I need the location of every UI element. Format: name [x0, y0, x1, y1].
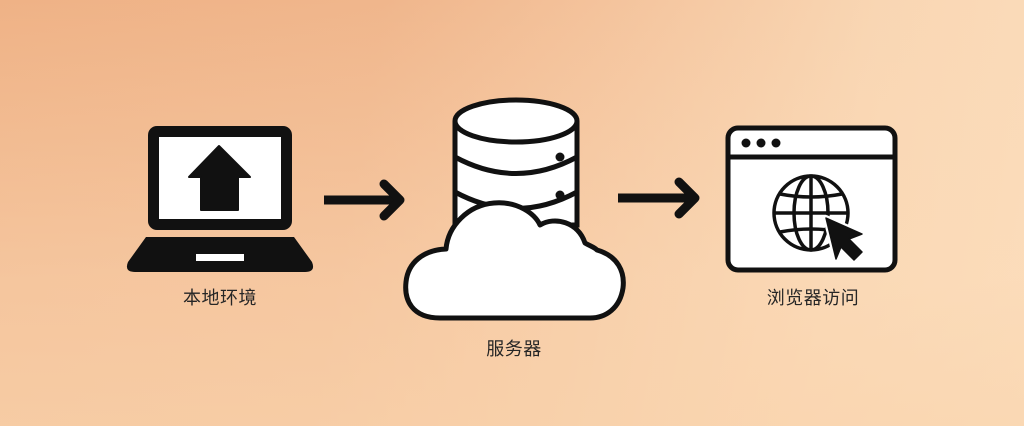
node-label-browser: 浏览器访问 — [766, 288, 860, 309]
node-label-server: 服务器 — [486, 339, 542, 360]
cloud-icon — [403, 200, 626, 321]
node-label-local: 本地环境 — [183, 288, 257, 309]
cursor-icon — [823, 215, 865, 263]
globe-icon — [772, 174, 850, 252]
